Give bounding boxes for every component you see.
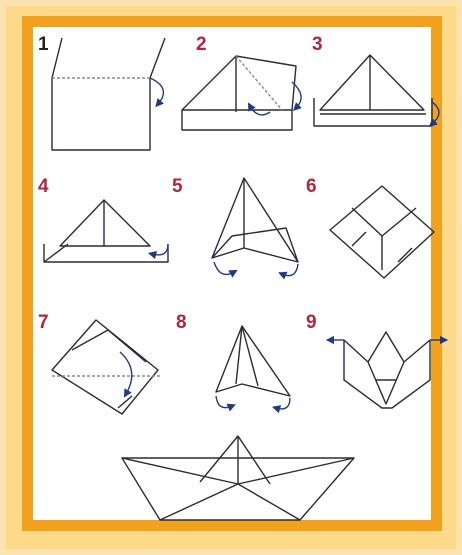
step-5-diagram: [212, 178, 298, 276]
step-number-4: 4: [38, 176, 49, 198]
step-8-diagram: [216, 326, 290, 409]
step-number-3: 3: [312, 34, 323, 56]
step-number-1: 1: [38, 34, 49, 56]
finished-paper-boat: [122, 436, 354, 520]
step-6-diagram: [330, 186, 434, 278]
step-number-9: 9: [306, 312, 317, 334]
step-1-diagram: [52, 38, 165, 150]
step-2-diagram: [182, 56, 301, 130]
step-number-7: 7: [38, 312, 49, 334]
step-7-diagram: [52, 320, 160, 414]
step-9-diagram: [330, 332, 444, 408]
step-number-5: 5: [172, 176, 183, 198]
step-4-diagram: [44, 200, 168, 262]
step-number-8: 8: [176, 312, 187, 334]
step-number-2: 2: [196, 34, 207, 56]
step-number-6: 6: [306, 176, 317, 198]
step-3-diagram: [314, 55, 439, 126]
